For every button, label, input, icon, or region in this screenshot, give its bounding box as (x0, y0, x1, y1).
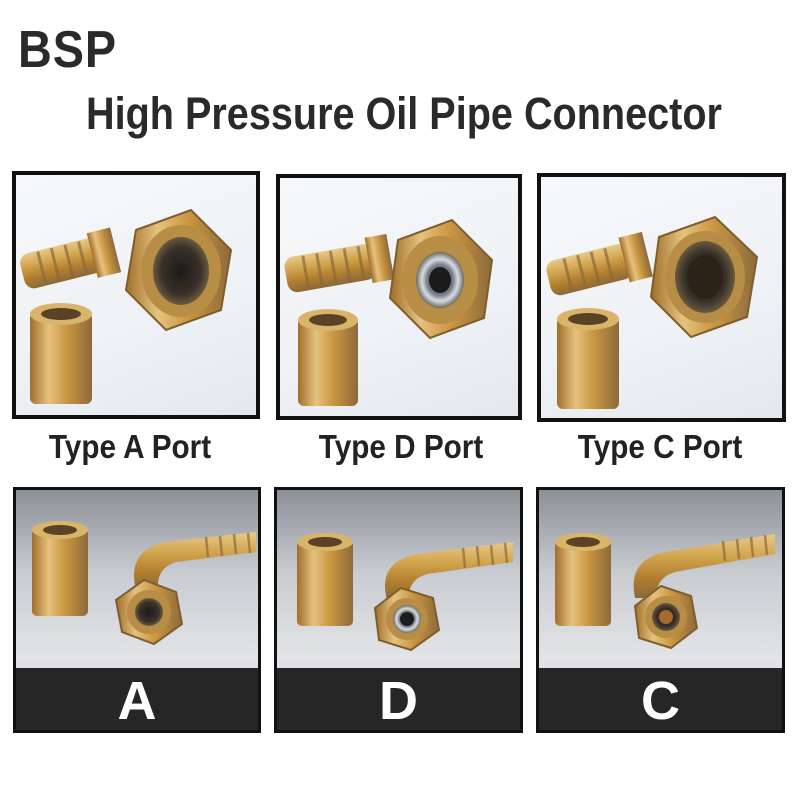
fitting-type-d-illustration (284, 218, 494, 406)
fitting-type-a-illustration (20, 208, 233, 404)
label-bar-c (539, 668, 782, 730)
elbow-fitting-c-illustration (555, 533, 775, 650)
photo-type-a (12, 171, 260, 419)
elbow-label-a: A (117, 671, 157, 731)
type-a-port-label: Type A Port (48, 428, 212, 465)
photo-type-c (537, 173, 786, 422)
type-c-port-label: Type C Port (577, 428, 743, 465)
elbow-panel-d: D (274, 487, 523, 733)
label-bar-a (16, 668, 258, 730)
elbow-label-c: C (641, 671, 680, 731)
elbow-label-d: D (379, 671, 418, 731)
photo-type-d (276, 174, 522, 420)
page-title: High Pressure Oil Pipe Connector (86, 88, 722, 139)
label-bar-d (277, 668, 520, 730)
elbow-fitting-d-illustration (297, 533, 513, 652)
elbow-fitting-a-illustration (32, 521, 256, 646)
brand-title: BSP (18, 21, 117, 79)
type-d-port-label: Type D Port (318, 428, 484, 465)
elbow-panel-c: C (536, 487, 785, 733)
elbow-panel-a: A (13, 487, 261, 733)
fitting-type-c-illustration (546, 215, 759, 409)
